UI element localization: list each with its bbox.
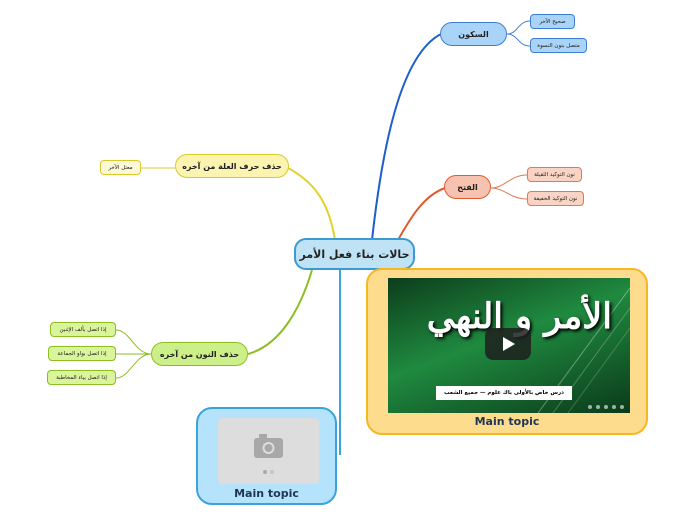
video-caption: درس خاص بالأولى باك علوم — جميع الشعب: [436, 386, 572, 400]
root-topic[interactable]: حالات بناء فعل الأمر: [294, 238, 415, 270]
video-thumbnail[interactable]: الأمر و النهي درس خاص بالأولى باك علوم —…: [388, 278, 630, 413]
subtopic-fath-2[interactable]: نون التوكيد الخفيفة: [527, 191, 584, 206]
branch-hadhf-illa-label: حذف حرف العلة من آخره: [182, 161, 282, 171]
subtopic-label: نون التوكيد الخفيفة: [533, 195, 578, 202]
branch-fath[interactable]: الفتح: [444, 175, 491, 199]
subtopic-hadhf-nun-3[interactable]: إذا اتصل بياء المخاطبة: [47, 370, 116, 385]
root-topic-label: حالات بناء فعل الأمر: [299, 247, 410, 261]
video-card-label: Main topic: [474, 415, 540, 428]
branch-fath-label: الفتح: [457, 182, 478, 192]
play-icon: [503, 337, 515, 351]
play-button[interactable]: [485, 328, 531, 360]
branch-sukun[interactable]: السكون: [440, 22, 507, 46]
subtopic-label: صحيح الآخر: [539, 18, 566, 25]
subtopic-label: إذا اتصل بألف الإثنين: [59, 326, 107, 333]
subtopic-hadhf-illa-1[interactable]: معتل الآخر: [100, 160, 141, 175]
video-controls-icon: [588, 405, 624, 409]
branch-sukun-label: السكون: [458, 29, 489, 39]
subtopic-label: إذا اتصل بياء المخاطبة: [56, 374, 107, 381]
branch-hadhf-illa[interactable]: حذف حرف العلة من آخره: [175, 154, 289, 178]
subtopic-label: إذا اتصل بواو الجماعة: [57, 350, 107, 357]
camera-icon: [254, 434, 283, 474]
branch-hadhf-nun[interactable]: حذف النون من آخره: [151, 342, 248, 366]
image-placeholder[interactable]: [218, 418, 319, 484]
subtopic-fath-1[interactable]: نون التوكيد الثقيلة: [527, 167, 582, 182]
subtopic-hadhf-nun-2[interactable]: إذا اتصل بواو الجماعة: [48, 346, 116, 361]
branch-hadhf-nun-label: حذف النون من آخره: [159, 349, 240, 359]
subtopic-label: نون التوكيد الثقيلة: [534, 171, 575, 178]
image-topic-card[interactable]: Main topic: [196, 407, 337, 505]
subtopic-hadhf-nun-1[interactable]: إذا اتصل بألف الإثنين: [50, 322, 116, 337]
image-card-label: Main topic: [234, 487, 299, 500]
video-topic-card[interactable]: الأمر و النهي درس خاص بالأولى باك علوم —…: [366, 268, 648, 435]
subtopic-label: متصل بنون النسوة: [537, 42, 580, 49]
subtopic-label: معتل الآخر: [108, 164, 133, 171]
subtopic-sukun-2[interactable]: متصل بنون النسوة: [530, 38, 587, 53]
subtopic-sukun-1[interactable]: صحيح الآخر: [530, 14, 575, 29]
